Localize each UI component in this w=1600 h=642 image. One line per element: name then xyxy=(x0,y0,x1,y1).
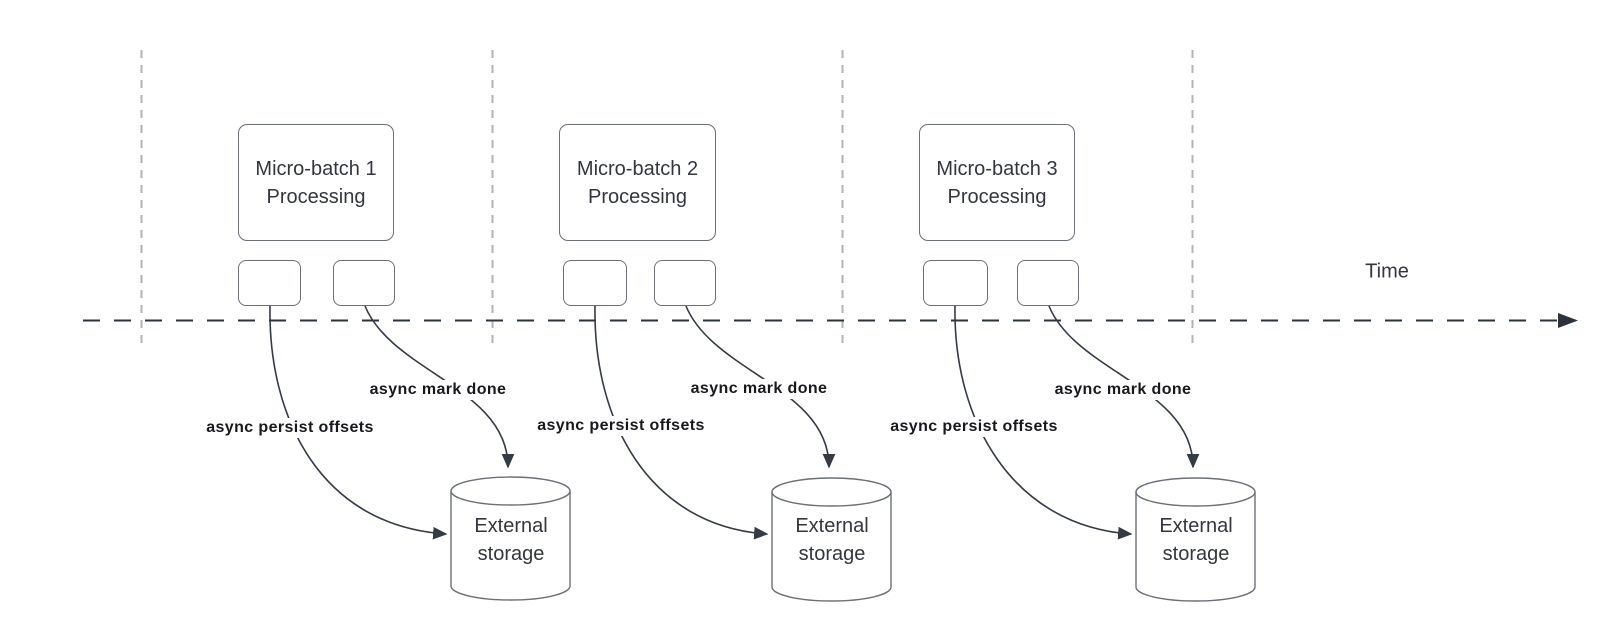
persist-offsets-arrow-3 xyxy=(954,305,1133,540)
external-storage-cylinder-1 xyxy=(450,476,571,601)
micro-batch-3-process-box: Micro-batch 3 Processing xyxy=(919,124,1075,241)
micro-batch-2-task-box-left xyxy=(563,260,627,306)
persist-offsets-arrow-2 xyxy=(594,305,769,540)
micro-batch-1-process-box: Micro-batch 1 Processing xyxy=(238,124,394,241)
micro-batch-2-process-box: Micro-batch 2 Processing xyxy=(559,124,716,241)
time-label: Time xyxy=(1365,260,1409,283)
micro-batch-2-task-box-right xyxy=(654,260,716,306)
micro-batch-3-task-box-right xyxy=(1017,260,1079,306)
time-axis-arrowhead xyxy=(1558,313,1578,328)
external-storage-label-2: External storage xyxy=(795,515,869,565)
mark-done-label-1: async mark done xyxy=(365,380,511,400)
persist-offsets-label-2: async persist offsets xyxy=(533,416,709,436)
micro-batch-1-task-box-left xyxy=(238,260,301,306)
external-storage-cylinder-3 xyxy=(1135,477,1256,602)
mark-done-label-2: async mark done xyxy=(686,379,832,399)
external-storage-cylinder-2 xyxy=(771,477,892,602)
micro-batch-3-task-box-left xyxy=(923,260,988,306)
external-storage-label-3: External storage xyxy=(1159,515,1233,565)
persist-offsets-label-3: async persist offsets xyxy=(886,417,1062,437)
mark-done-label-3: async mark done xyxy=(1050,380,1196,400)
external-storage-label-1: External storage xyxy=(474,515,548,565)
persist-offsets-arrow-1 xyxy=(269,305,448,540)
micro-batch-1-task-box-right xyxy=(333,260,395,306)
persist-offsets-label-1: async persist offsets xyxy=(202,418,378,438)
